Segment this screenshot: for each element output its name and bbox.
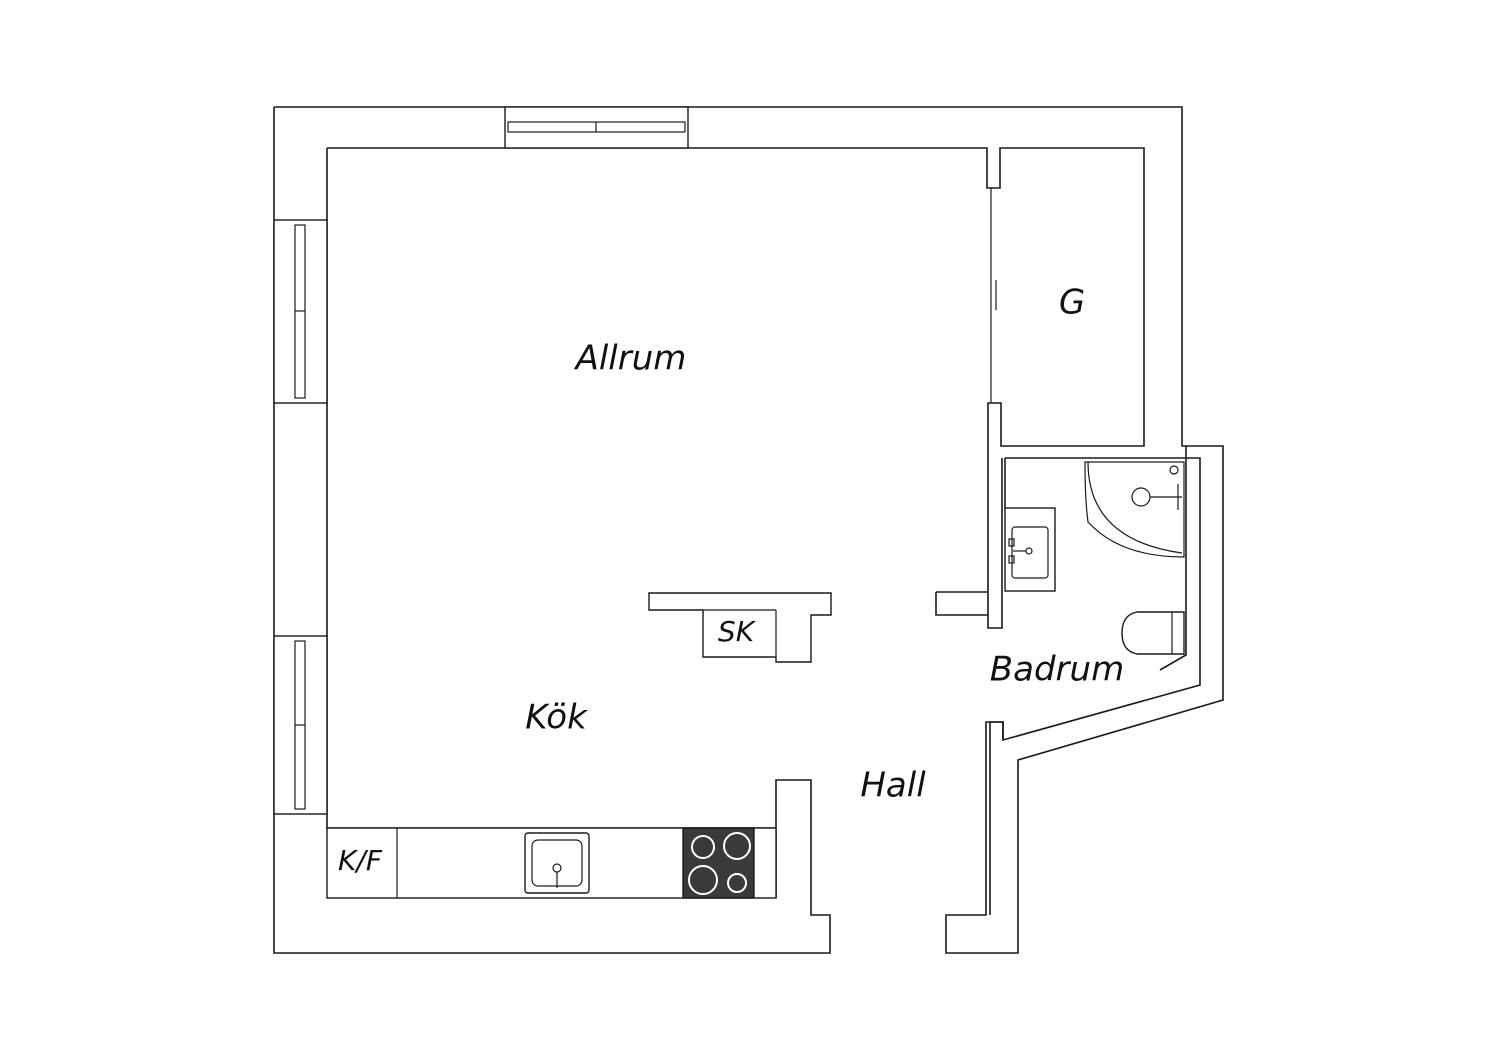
bathroom-sink [1004,507,1056,592]
kitchen-sink [524,832,590,894]
room-label-allrum: Allrum [574,339,687,379]
room-label-kok: Kök [525,698,588,738]
bathroom-lower-wall [989,721,1004,915]
stove [682,827,755,899]
shower [1084,461,1185,558]
window-left-lower [273,635,328,815]
window-left-upper [273,219,328,404]
fixture-label-sk: SK [718,615,757,648]
toilet [1121,611,1185,655]
sliding-door-g [990,188,997,403]
outer-wall-bottom [273,107,831,954]
room-label-hall: Hall [860,766,926,806]
partition-hall [935,591,988,616]
window-top [504,106,689,149]
outer-wall [274,106,1224,954]
room-label-badrum: Badrum [990,650,1124,690]
inner-wall-allrum [327,147,1145,629]
bathroom-inner-wall [1004,457,1187,671]
wardrobe-sk [648,592,832,663]
fixture-label-kf: K/F [338,844,383,877]
room-label-g: G [1059,283,1085,323]
